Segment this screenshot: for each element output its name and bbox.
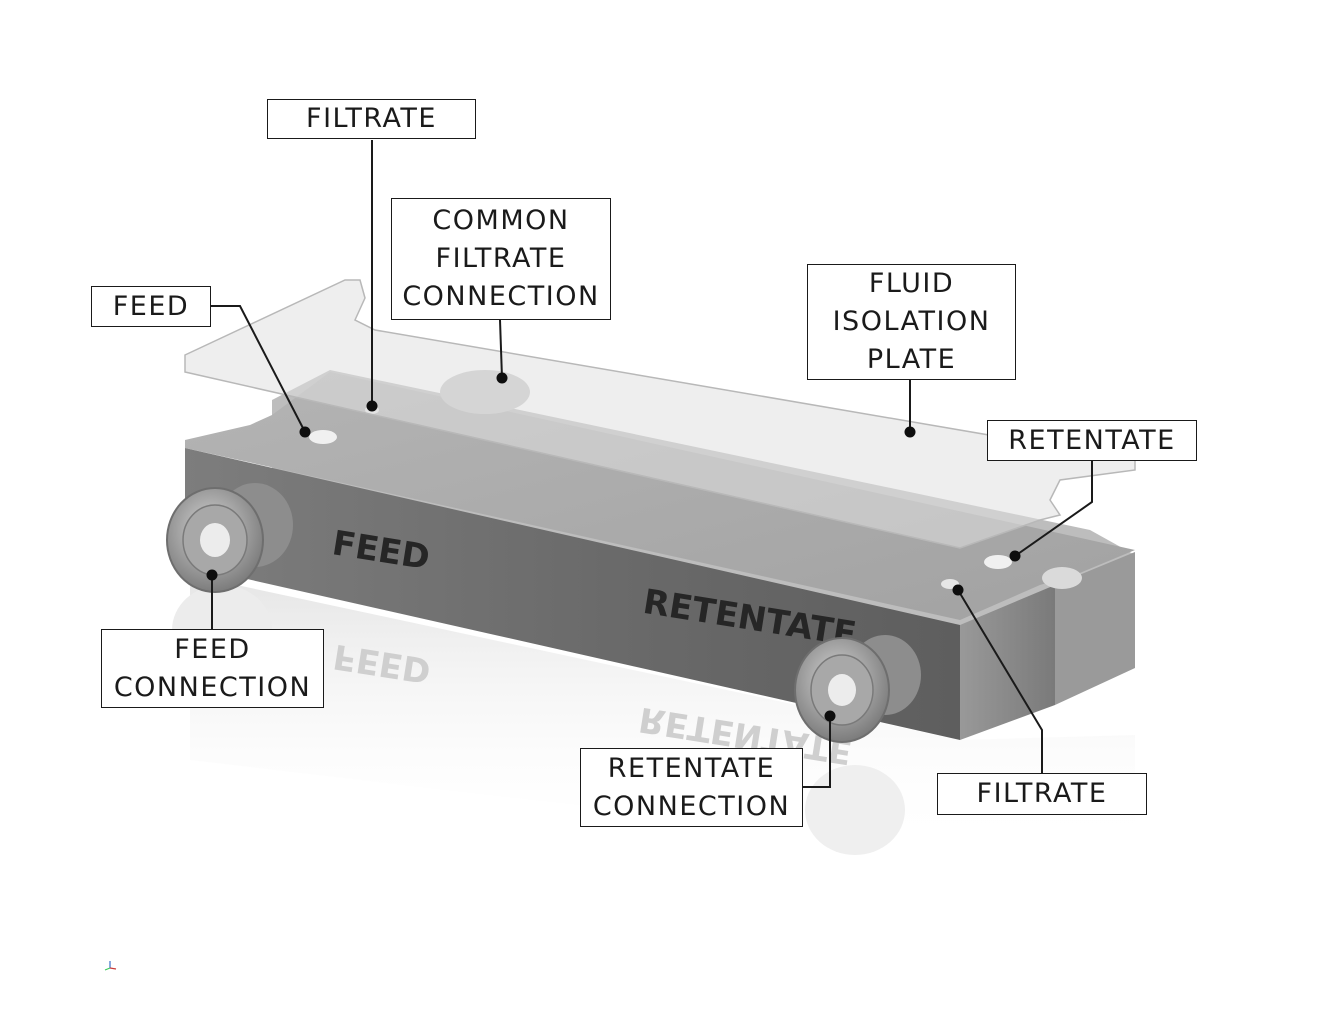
block-front-face: [185, 448, 960, 740]
block-end-face: [960, 585, 1055, 740]
callout-common-filtrate-line2: FILTRATE: [435, 243, 567, 274]
axis-triad-icon: [104, 961, 117, 971]
callout-fluid-isolation-line3: PLATE: [866, 344, 957, 375]
callout-feed-connection: FEED CONNECTION: [101, 629, 324, 708]
leader-retentate-connection: [803, 716, 831, 788]
callout-fluid-isolation-line1: FLUID: [868, 268, 955, 299]
callout-common-filtrate-line1: COMMON: [432, 205, 570, 236]
callout-fluid-isolation-line2: ISOLATION: [832, 306, 991, 337]
callout-filtrate-top: FILTRATE: [267, 99, 476, 139]
leader-lines: [211, 140, 1093, 788]
retentate-connection-fitting: [794, 635, 921, 743]
callout-retentate-connection-line1: RETENTATE: [607, 752, 776, 784]
callout-retentate-connection: RETENTATE CONNECTION: [580, 748, 803, 827]
retentate-port: [984, 555, 1012, 569]
end-slot: [1042, 567, 1082, 589]
leader-filtrate-bottom: [957, 589, 1043, 773]
fluid-isolation-plate: [184, 279, 1136, 549]
callout-feed-connection-line1: FEED: [174, 633, 251, 665]
callout-common-filtrate-connection: COMMON FILTRATE CONNECTION: [391, 198, 611, 320]
callout-common-filtrate-line3: CONNECTION: [402, 281, 600, 312]
callout-filtrate-bottom: FILTRATE: [937, 773, 1147, 815]
callout-filtrate-top-line1: FILTRATE: [306, 103, 437, 134]
callout-feed-connection-line2: CONNECTION: [113, 671, 312, 703]
feed-connection-fitting: [166, 483, 293, 593]
block-right-side: [1055, 552, 1135, 705]
manifold-block: FEED RETENTATE: [185, 370, 1135, 740]
callout-retentate-line1: RETENTATE: [1008, 424, 1176, 456]
leader-feed: [211, 305, 306, 433]
leader-retentate: [1014, 460, 1093, 557]
callout-retentate: RETENTATE: [987, 420, 1197, 461]
callout-retentate-connection-line2: CONNECTION: [592, 790, 791, 822]
callout-feed-line1: FEED: [112, 290, 190, 322]
feed-port: [309, 430, 337, 444]
block-top-face: [185, 372, 1135, 620]
callout-fluid-isolation-plate: FLUID ISOLATION PLATE: [807, 264, 1016, 380]
leader-dots: [206, 372, 1021, 722]
leader-common-filtrate: [499, 319, 503, 379]
callout-filtrate-bottom-line1: FILTRATE: [976, 778, 1108, 809]
callout-feed: FEED: [91, 286, 211, 327]
